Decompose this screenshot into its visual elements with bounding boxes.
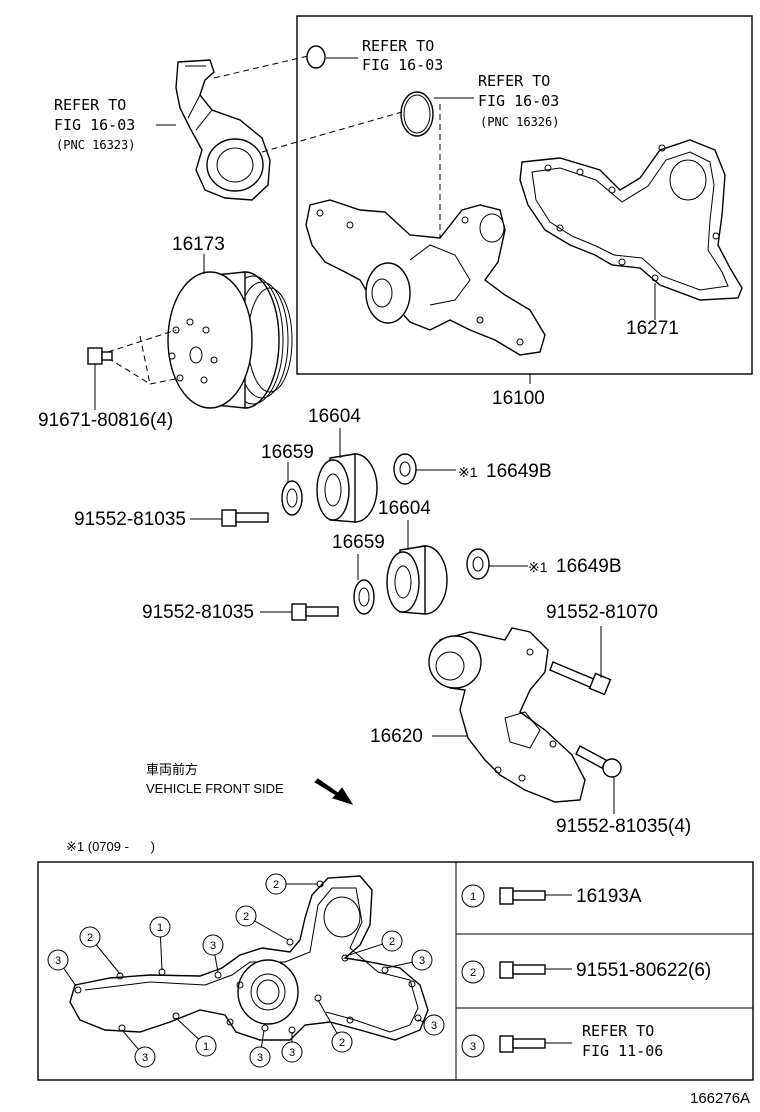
legend-bolt-1-icon [499,887,546,905]
ref-pipe-line2: FIG 16-03 [54,116,135,134]
orientation-english: VEHICLE FRONT SIDE [146,781,284,796]
label-water-pump: 16100 [492,388,545,409]
callout-circle [134,1046,156,1068]
ref-pipe-line1: REFER TO [54,96,126,114]
callout-circle [202,934,224,956]
orientation-japanese: 車両前方 [146,762,198,777]
label-idler-upper: 16604 [308,406,361,427]
callout-number: 3 [142,1052,148,1064]
callout-circle [265,873,287,895]
label-dust-cover-upper: 16649B [486,461,552,482]
vehicle-front-arrow [314,778,354,805]
ref-oring-large-line3: (PNC 16326) [480,115,559,129]
water-pump-assembly-box [296,15,753,375]
callout-circle [331,1031,353,1053]
label-tensioner-bolt-top: 91552-81070 [546,602,658,623]
legend-num-1: 1 [470,891,476,903]
callout-number: 1 [203,1041,209,1053]
pulley-drawing [167,271,293,409]
dust-cover-lower-drawing [466,548,490,580]
applicability-footnote: ※1 (0709 - ) [66,839,155,854]
callout-number: 2 [243,911,249,923]
legend-bolt-3-icon [499,1035,546,1053]
bolt-location-drawing [69,875,429,1041]
pulley-bolt-drawing [87,347,113,365]
o-ring-small-drawing [306,45,326,69]
label-tensioner-bolt-bottom: 91552-81035(4) [556,816,691,837]
callout-circle [235,905,257,927]
legend-label-1: 16193A [576,886,642,907]
label-pulley-bolt: 91671-80816(4) [38,410,173,431]
idler-pulley-lower-drawing [386,545,448,615]
water-inlet-pipe-drawing [175,59,271,201]
ref-oring-small-line2: FIG 16-03 [362,56,443,74]
o-ring-large-drawing [400,91,434,137]
ref-oring-large-line2: FIG 16-03 [478,92,559,110]
callout-number: 2 [389,936,395,948]
callout-circle [79,926,101,948]
legend-label-3-line1: REFER TO [582,1022,654,1040]
bolt-legend-box [37,861,754,1081]
water-pump-drawing [305,199,546,356]
legend-num-3: 3 [470,1041,476,1053]
callout-number: 3 [257,1052,263,1064]
callout-number: 2 [339,1037,345,1049]
label-cover-plate-lower: 16659 [332,532,385,553]
idler-bolt-lower-drawing [291,603,339,621]
ref-oring-large-line1: REFER TO [478,72,550,90]
label-note-mark-upper: ※1 [458,464,478,480]
tensioner-drawing [428,627,586,803]
callout-number: 1 [157,922,163,934]
ref-oring-small-line1: REFER TO [362,37,434,55]
callout-circle [47,949,69,971]
ref-pipe-line3: (PNC 16323) [56,138,135,152]
callout-number: 3 [55,955,61,967]
callout-circle [249,1046,271,1068]
idler-pulley-upper-drawing [316,453,378,523]
label-idler-bolt-upper: 91552-81035 [74,509,186,530]
gasket-drawing [519,139,743,301]
callout-circle [149,916,171,938]
callout-number: 3 [431,1020,437,1032]
dust-cover-upper-drawing [393,453,417,485]
callout-circle [423,1014,445,1036]
callout-circle [195,1035,217,1057]
label-idler-bolt-lower: 91552-81035 [142,602,254,623]
callout-circle [411,949,433,971]
label-idler-lower: 16604 [378,498,431,519]
bolt-callouts: 2 2 1 3 3 2 2 3 3 1 3 3 2 3 [47,873,445,1068]
callout-number: 2 [87,932,93,944]
legend-label-2: 91551-80622(6) [576,960,711,981]
label-note-mark-lower: ※1 [528,559,548,575]
callout-number: 3 [419,955,425,967]
callout-circle [281,1041,303,1063]
label-cover-plate-upper: 16659 [261,442,314,463]
legend-num-2: 2 [470,967,476,979]
tensioner-bolt-top-drawing [549,661,612,696]
label-pulley: 16173 [172,234,225,255]
callout-circle [381,930,403,952]
cover-plate-lower-drawing [353,579,375,615]
label-tensioner: 16620 [370,726,423,747]
callout-number: 2 [273,879,279,891]
callout-number: 3 [289,1047,295,1059]
label-gasket: 16271 [626,318,679,339]
legend-label-3-line2: FIG 11-06 [582,1042,663,1060]
diagram-id: 166276A [690,1090,750,1107]
label-dust-cover-lower: 16649B [556,556,622,577]
legend-bolt-2-icon [499,961,546,979]
tensioner-bolt-bottom-drawing [575,745,622,778]
idler-bolt-upper-drawing [221,509,269,527]
cover-plate-upper-drawing [281,480,303,516]
callout-number: 3 [210,940,216,952]
